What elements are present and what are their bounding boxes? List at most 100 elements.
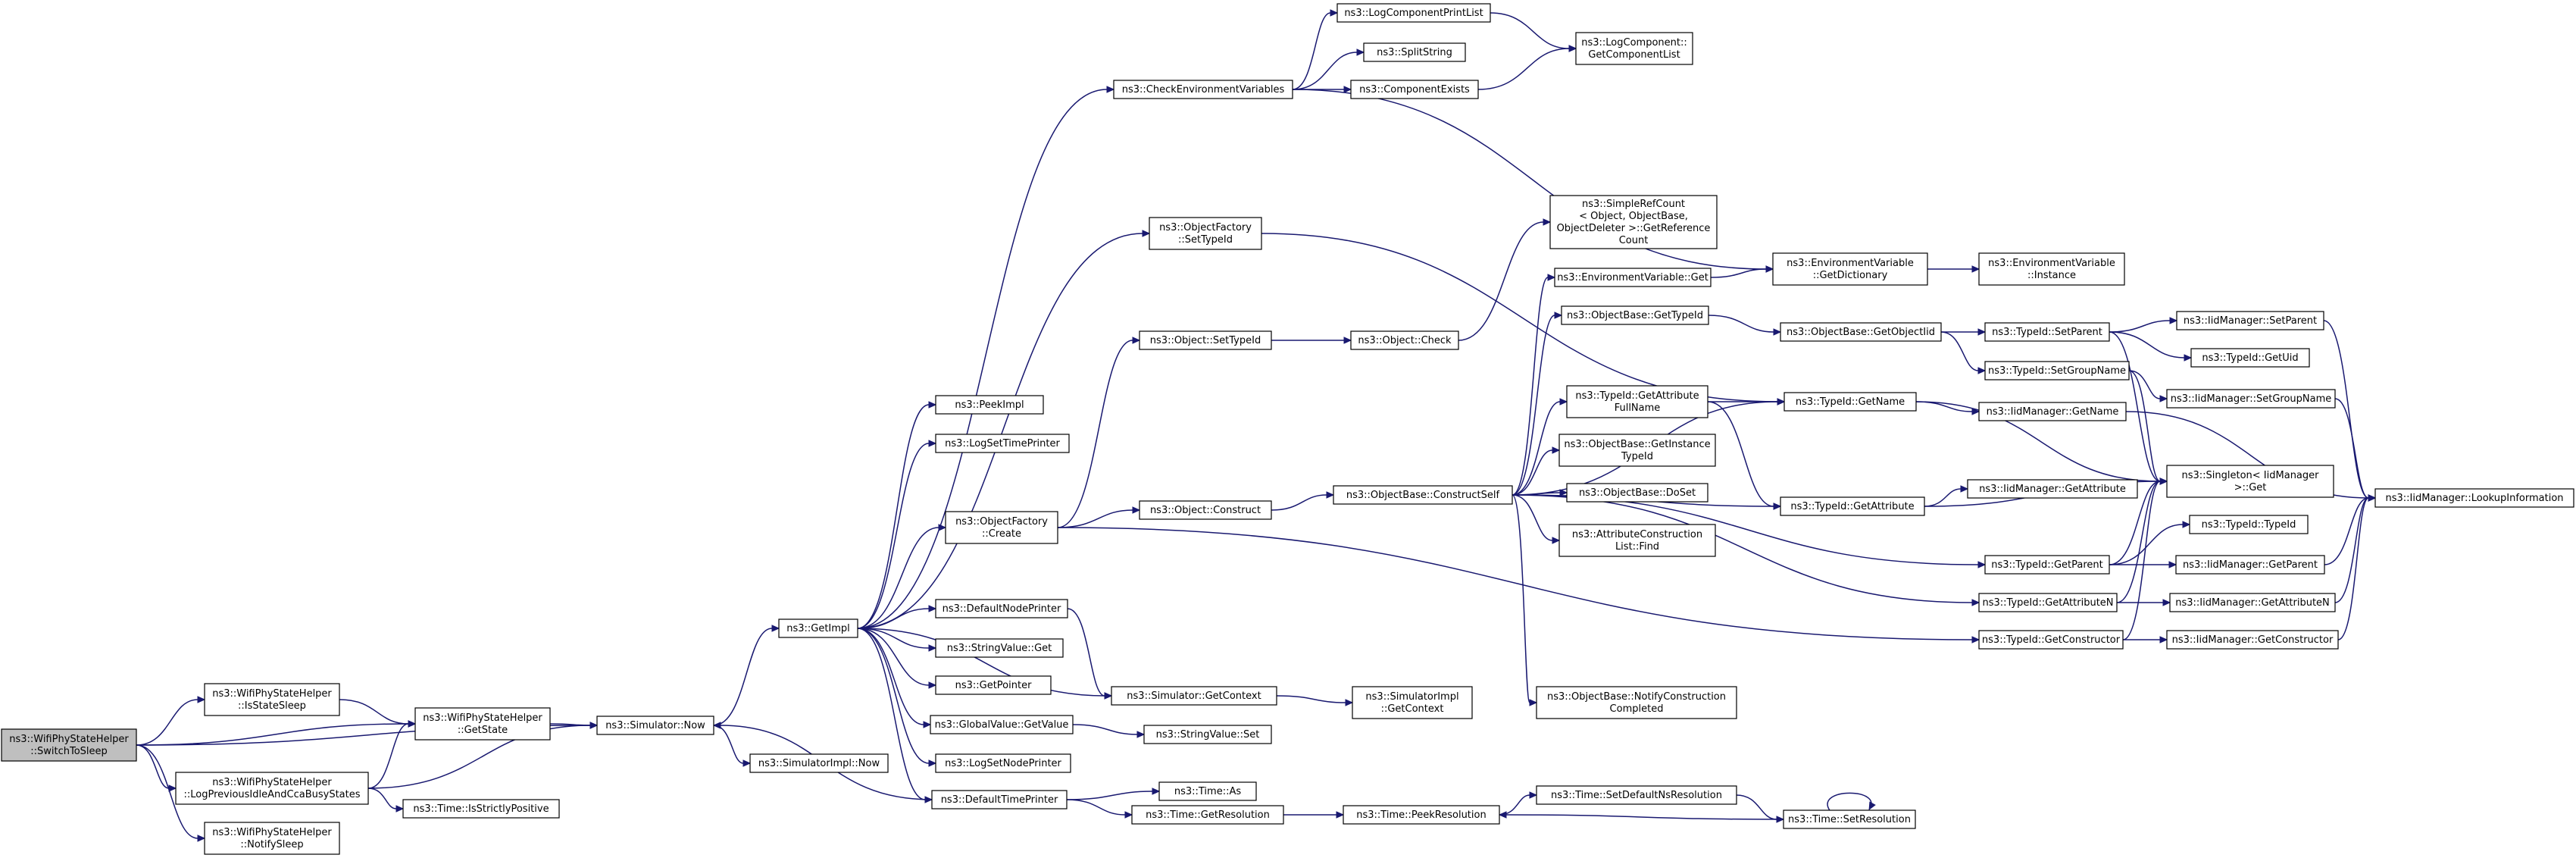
- node-time-peek-resolution[interactable]: ns3::Time::PeekResolution: [1343, 805, 1500, 825]
- node-box: [1984, 361, 2130, 380]
- node-global-value-get-value[interactable]: ns3::GlobalValue::GetValue: [930, 715, 1074, 734]
- node-get-impl[interactable]: ns3::GetImpl: [778, 618, 858, 638]
- node-label: ns3::IidManager::GetParent: [2183, 559, 2318, 571]
- node-check-env-vars[interactable]: ns3::CheckEnvironmentVariables: [1113, 80, 1293, 99]
- edge-arrowhead: [1559, 398, 1568, 406]
- node-default-time-printer[interactable]: ns3::DefaultTimePrinter: [931, 790, 1068, 809]
- node-log-component-get-list[interactable]: ns3::LogComponent::GetComponentList: [1575, 32, 1693, 65]
- node-object-factory-set-type-id[interactable]: ns3::ObjectFactory::SetTypeId: [1149, 217, 1262, 250]
- node-type-id-get-attribute-n[interactable]: ns3::TypeId::GetAttributeN: [1978, 593, 2118, 612]
- node-log-component-print-list[interactable]: ns3::LogComponentPrintList: [1336, 3, 1491, 23]
- node-object-set-type-id[interactable]: ns3::Object::SetTypeId: [1139, 330, 1272, 350]
- node-type-id-type-id[interactable]: ns3::TypeId::TypeId: [2189, 515, 2309, 534]
- edge-arrowhead: [928, 759, 937, 767]
- node-notify-sleep[interactable]: ns3::WifiPhyStateHelper::NotifySleep: [204, 822, 340, 855]
- edge-type-id-get-parent-to-singleton-iid-manager-get: [2109, 481, 2161, 565]
- node-peek-impl[interactable]: ns3::PeekImpl: [935, 395, 1044, 415]
- node-string-value-get[interactable]: ns3::StringValue::Get: [935, 638, 1064, 658]
- node-time-as[interactable]: ns3::Time::As: [1158, 781, 1257, 801]
- node-box: [1984, 555, 2110, 575]
- node-label: ns3::DefaultTimePrinter: [941, 794, 1058, 806]
- node-type-id-get-name[interactable]: ns3::TypeId::GetName: [1784, 392, 1917, 412]
- node-type-id-get-constructor[interactable]: ns3::TypeId::GetConstructor: [1978, 630, 2124, 650]
- node-box: [1566, 385, 1708, 418]
- node-box: [1561, 305, 1709, 325]
- node-object-base-notify-construction-completed[interactable]: ns3::ObjectBase::NotifyConstructionCompl…: [1536, 686, 1737, 719]
- node-iid-manager-lookup-information[interactable]: ns3::IidManager::LookupInformation: [2374, 488, 2574, 508]
- node-type-id-get-parent[interactable]: ns3::TypeId::GetParent: [1984, 555, 2110, 575]
- edge-arrowhead: [1960, 485, 1969, 493]
- node-label: ns3::WifiPhyStateHelper: [423, 712, 542, 724]
- node-time-is-strictly-positive[interactable]: ns3::Time::IsStrictlyPositive: [402, 799, 560, 819]
- node-iid-manager-get-attribute[interactable]: ns3::IidManager::GetAttribute: [1967, 479, 2138, 499]
- node-env-variable-instance[interactable]: ns3::EnvironmentVariable::Instance: [1978, 252, 2125, 286]
- node-box: [1784, 392, 1917, 412]
- node-object-check[interactable]: ns3::Object::Check: [1350, 330, 1459, 350]
- edge-switch-to-sleep-to-is-state-sleep: [136, 699, 199, 746]
- node-type-id-set-group-name[interactable]: ns3::TypeId::SetGroupName: [1984, 361, 2130, 380]
- node-type-id-get-attribute[interactable]: ns3::TypeId::GetAttribute: [1780, 496, 1925, 516]
- node-simulator-now[interactable]: ns3::Simulator::Now: [596, 716, 714, 735]
- node-label: ObjectDeleter >::GetReference: [1557, 223, 1711, 234]
- node-object-base-get-type-id[interactable]: ns3::ObjectBase::GetTypeId: [1561, 305, 1709, 325]
- node-iid-manager-set-group-name[interactable]: ns3::IidManager::SetGroupName: [2166, 389, 2336, 409]
- node-label: ns3::ObjectFactory: [955, 516, 1048, 528]
- edge-arrowhead: [1142, 230, 1151, 237]
- edge-arrowhead: [1868, 801, 1876, 811]
- edge-iid-manager-get-parent-to-iid-manager-lookup-information: [2324, 497, 2369, 565]
- node-is-state-sleep[interactable]: ns3::WifiPhyStateHelper::IsStateSleep: [204, 683, 340, 716]
- edge-arrowhead: [1568, 45, 1577, 52]
- edge-type-id-get-parent-to-type-id-type-id: [2109, 524, 2184, 565]
- node-get-pointer[interactable]: ns3::GetPointer: [935, 675, 1052, 695]
- node-box: [945, 511, 1058, 544]
- node-iid-manager-get-attribute-n[interactable]: ns3::IidManager::GetAttributeN: [2169, 593, 2336, 612]
- node-object-construct[interactable]: ns3::Object::Construct: [1139, 500, 1272, 520]
- node-simulator-impl-now[interactable]: ns3::SimulatorImpl::Now: [749, 753, 889, 773]
- node-log-set-node-printer[interactable]: ns3::LogSetNodePrinter: [935, 753, 1071, 773]
- node-label: ns3::WifiPhyStateHelper: [212, 827, 332, 838]
- node-iid-manager-set-parent[interactable]: ns3::IidManager::SetParent: [2176, 311, 2324, 330]
- edge-arrowhead: [1124, 811, 1133, 819]
- node-box: [175, 772, 369, 805]
- node-time-set-resolution[interactable]: ns3::Time::SetResolution: [1783, 809, 1916, 829]
- node-label: ns3::TypeId::SetGroupName: [1988, 365, 2126, 377]
- node-component-exists[interactable]: ns3::ComponentExists: [1350, 80, 1479, 99]
- node-iid-manager-get-name[interactable]: ns3::IidManager::GetName: [1978, 402, 2127, 421]
- node-simple-ref-count-get-ref[interactable]: ns3::SimpleRefCount< Object, ObjectBase,…: [1549, 195, 1718, 249]
- node-object-base-construct-self[interactable]: ns3::ObjectBase::ConstructSelf: [1333, 485, 1513, 505]
- node-env-variable-get-dictionary[interactable]: ns3::EnvironmentVariable::GetDictionary: [1772, 252, 1928, 286]
- node-log-set-time-printer[interactable]: ns3::LogSetTimePrinter: [935, 434, 1070, 453]
- node-log-prev-idle[interactable]: ns3::WifiPhyStateHelper::LogPreviousIdle…: [175, 772, 369, 805]
- node-env-variable-get[interactable]: ns3::EnvironmentVariable::Get: [1554, 268, 1712, 287]
- node-get-state[interactable]: ns3::WifiPhyStateHelper::GetState: [414, 707, 551, 741]
- node-switch-to-sleep[interactable]: ns3::WifiPhyStateHelper::SwitchToSleep: [1, 728, 137, 762]
- node-label: List::Find: [1615, 541, 1659, 553]
- node-object-factory-create[interactable]: ns3::ObjectFactory::Create: [945, 511, 1058, 544]
- edge-default-time-printer-to-time-get-resolution: [1066, 799, 1126, 816]
- node-object-base-get-object-iid[interactable]: ns3::ObjectBase::GetObjectIid: [1780, 322, 1942, 342]
- node-simulator-impl-get-context[interactable]: ns3::SimulatorImpl::GetContext: [1352, 686, 1473, 719]
- node-time-get-resolution[interactable]: ns3::Time::GetResolution: [1131, 805, 1284, 825]
- node-string-value-set[interactable]: ns3::StringValue::Set: [1143, 725, 1272, 744]
- node-box: [1978, 630, 2124, 650]
- node-iid-manager-get-parent[interactable]: ns3::IidManager::GetParent: [2175, 555, 2325, 575]
- node-type-id-get-uid[interactable]: ns3::TypeId::GetUid: [2190, 348, 2310, 368]
- node-label: ns3::IidManager::GetAttributeN: [2175, 597, 2330, 609]
- edge-arrowhead: [1977, 328, 1987, 336]
- edge-get-impl-to-peek-impl: [857, 404, 930, 629]
- node-split-string[interactable]: ns3::SplitString: [1363, 42, 1466, 62]
- node-simulator-get-context[interactable]: ns3::Simulator::GetContext: [1111, 686, 1277, 706]
- node-singleton-iid-manager-get[interactable]: ns3::Singleton< IidManager >::Get: [2166, 465, 2334, 498]
- node-type-id-set-parent[interactable]: ns3::TypeId::SetParent: [1984, 322, 2110, 342]
- node-default-node-printer[interactable]: ns3::DefaultNodePrinter: [935, 599, 1068, 618]
- edge-arrowhead: [1132, 337, 1141, 344]
- node-object-base-do-set[interactable]: ns3::ObjectBase::DoSet: [1566, 483, 1708, 503]
- node-time-set-default-ns-resolution[interactable]: ns3::Time::SetDefaultNsResolution: [1536, 785, 1737, 805]
- node-label: ns3::SplitString: [1377, 47, 1452, 58]
- edge-arrowhead: [1356, 49, 1365, 56]
- node-iid-manager-get-constructor[interactable]: ns3::IidManager::GetConstructor: [2166, 630, 2339, 650]
- node-box: [1363, 42, 1466, 62]
